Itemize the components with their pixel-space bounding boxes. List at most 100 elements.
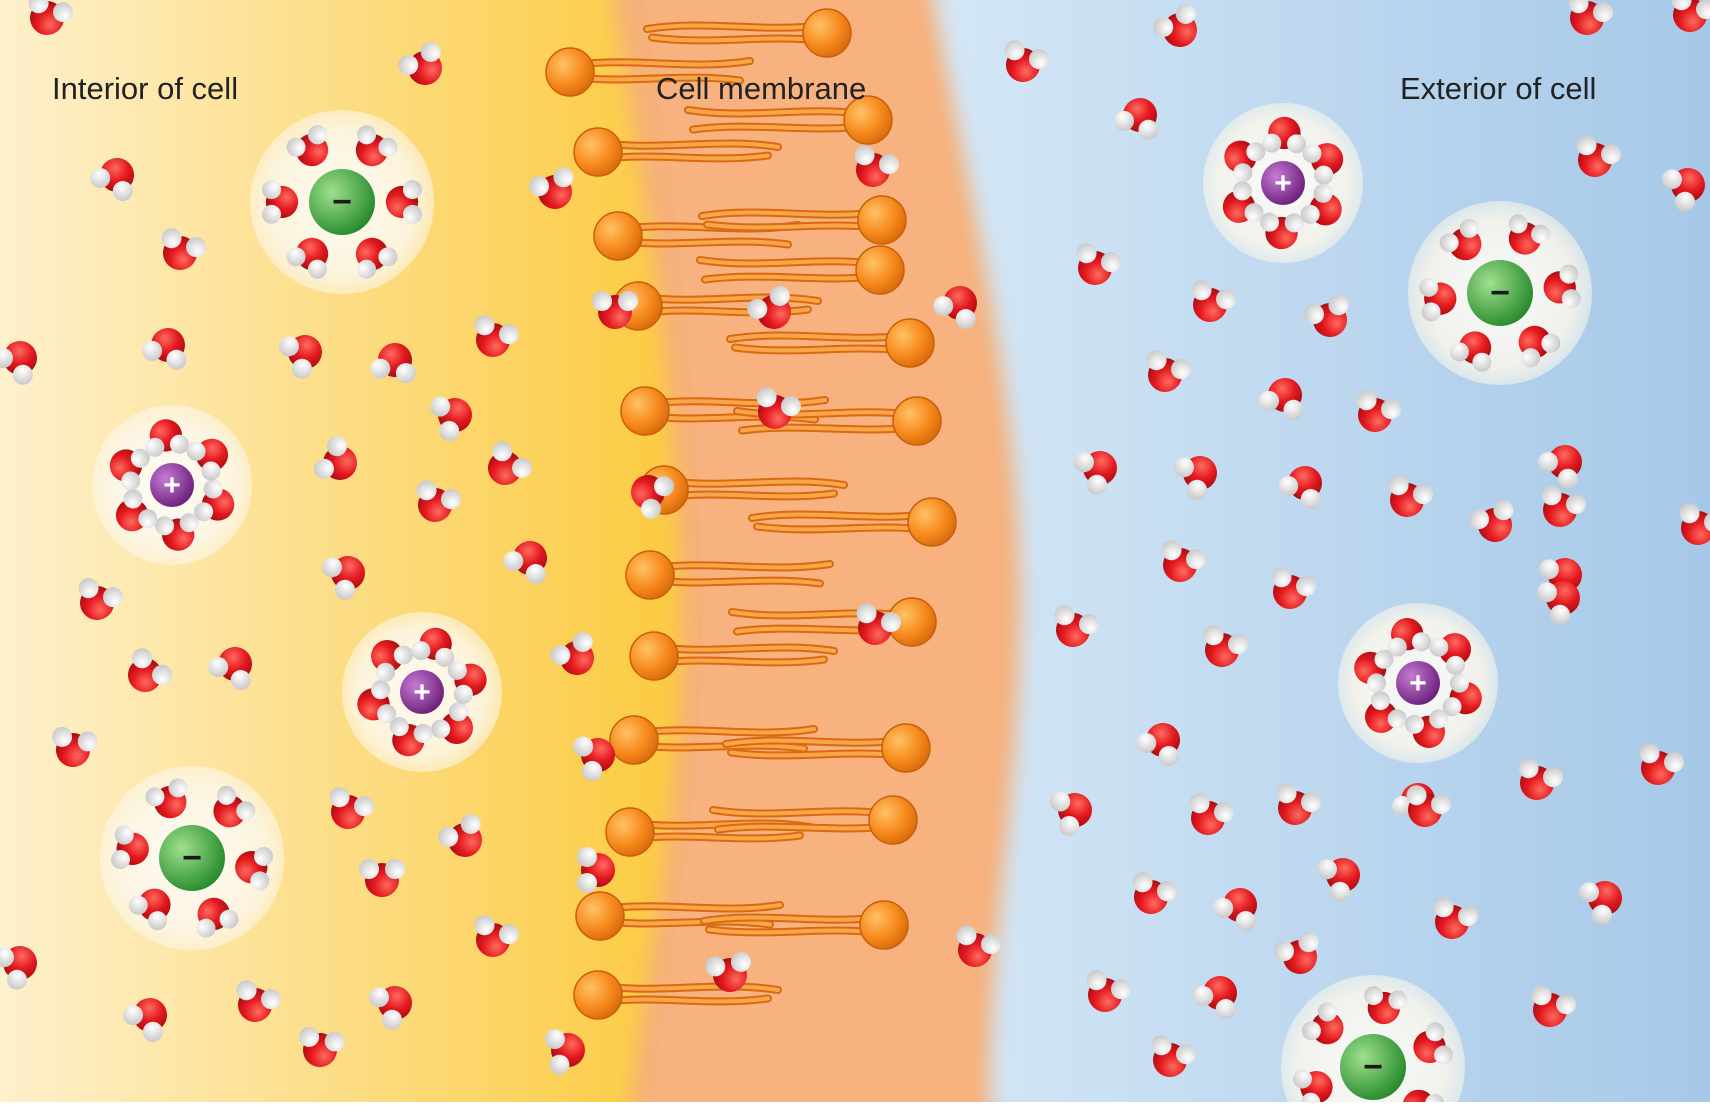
hydrogen-atom <box>1568 0 1589 14</box>
hydrogen-atom <box>1561 289 1581 309</box>
hydrogen-atom <box>1412 484 1433 505</box>
water-molecule <box>208 647 252 691</box>
lipid-tail <box>580 59 752 67</box>
hydrogen-atom <box>1244 203 1264 223</box>
hydrogen-atom <box>474 315 495 336</box>
hydrogen-atom <box>1213 802 1234 823</box>
hydrogen-atom <box>460 813 481 834</box>
exterior-label: Exterior of cell <box>1400 71 1596 106</box>
hydrogen-atom <box>1278 476 1299 497</box>
hydrogen-atom <box>1663 752 1684 773</box>
hydrogen-atom <box>52 726 73 747</box>
hydrogen-atom <box>385 859 405 879</box>
water-molecule <box>109 448 150 491</box>
hydrogen-atom <box>161 228 182 249</box>
positive-charge-sign: + <box>1409 667 1427 700</box>
water-molecule <box>321 556 365 600</box>
water-molecule <box>368 986 412 1030</box>
hydrogen-atom <box>440 489 461 510</box>
water-molecule <box>544 1029 585 1075</box>
hydrogen-atom <box>525 564 546 585</box>
hydrogen-atom <box>307 259 327 279</box>
water-molecule <box>447 660 487 704</box>
hydrogen-atom <box>236 980 257 1001</box>
hydrogen-atom <box>357 259 377 279</box>
oxygen-atom <box>1364 700 1398 733</box>
lipid-tail <box>660 562 832 570</box>
water-molecule <box>416 480 461 522</box>
hydrogen-atom <box>1421 302 1441 322</box>
water-molecule <box>1576 135 1621 177</box>
water-molecule <box>1224 140 1266 183</box>
hydrogen-atom <box>553 167 574 188</box>
hydrogen-atom <box>1536 582 1557 603</box>
water-molecule <box>1262 116 1306 154</box>
water-molecule <box>1469 500 1514 542</box>
lipid-head <box>843 95 893 145</box>
water-molecule <box>213 785 256 828</box>
hydrogen-atom <box>1531 985 1552 1006</box>
water-molecule <box>357 680 397 724</box>
hydrogen-atom <box>933 296 954 317</box>
anion <box>1467 260 1533 326</box>
hydrogen-atom <box>1442 697 1462 717</box>
water-molecule <box>1136 723 1180 767</box>
water-molecule <box>1050 791 1092 836</box>
hydrogen-atom <box>1304 304 1325 325</box>
hydrogen-atom <box>112 181 133 202</box>
water-molecule <box>1114 98 1159 140</box>
water-molecule <box>1302 143 1344 185</box>
hydrogen-atom <box>179 513 199 533</box>
hydrogen-atom <box>856 603 877 624</box>
water-molecule <box>385 180 422 224</box>
lipid-head <box>892 396 942 446</box>
water-molecule <box>431 702 473 745</box>
oxygen-atom <box>128 658 162 692</box>
water-molecule <box>145 778 188 819</box>
hydrogen-atom <box>1259 390 1280 411</box>
water-molecule <box>1568 0 1613 35</box>
water-molecule <box>1300 183 1342 226</box>
hydrogen-atom <box>321 557 342 578</box>
water-molecule <box>359 859 405 897</box>
water-molecule <box>1439 218 1482 261</box>
water-molecule <box>474 915 519 957</box>
hydrogen-atom <box>1508 214 1528 234</box>
hydrogen-atom <box>326 436 347 457</box>
hydrogen-atom <box>1457 906 1478 927</box>
water-molecule <box>1086 970 1131 1012</box>
hydrogen-atom <box>572 631 593 652</box>
water-molecule <box>1173 456 1217 500</box>
lipid-tail <box>733 345 900 353</box>
water-molecule <box>1146 350 1191 392</box>
lipid-tail <box>691 124 858 132</box>
hydrogen-atom <box>430 396 451 417</box>
hydrogen-atom <box>1246 142 1266 162</box>
hydrogen-atom <box>582 760 603 781</box>
hydrogen-atom <box>123 489 143 509</box>
water-molecule <box>1274 932 1319 974</box>
hydrogen-atom <box>1262 133 1282 153</box>
oxygen-atom <box>1548 445 1582 479</box>
hydrogen-atom <box>641 498 662 519</box>
hydrogen-atom <box>1136 733 1157 754</box>
hydrogen-atom <box>1078 614 1099 635</box>
lipid-tail <box>608 984 780 992</box>
hydrogen-atom <box>219 909 239 929</box>
hydrogen-atom <box>368 987 389 1008</box>
hydrogen-atom <box>1215 999 1236 1020</box>
lipid-head <box>593 211 643 261</box>
positive-charge-sign: + <box>413 676 431 709</box>
water-molecule <box>1276 783 1321 825</box>
positive-charge-sign: + <box>1274 167 1292 200</box>
lipid-head <box>855 245 905 295</box>
oxygen-atom <box>488 451 522 485</box>
lipid-tail <box>580 75 742 83</box>
lipid-tail <box>628 239 790 247</box>
hydrogen-atom <box>1302 143 1322 163</box>
hydrogen-atom <box>250 871 270 891</box>
water-molecule <box>1508 214 1551 255</box>
hydrogen-atom <box>359 859 379 879</box>
anion <box>1340 1034 1406 1100</box>
